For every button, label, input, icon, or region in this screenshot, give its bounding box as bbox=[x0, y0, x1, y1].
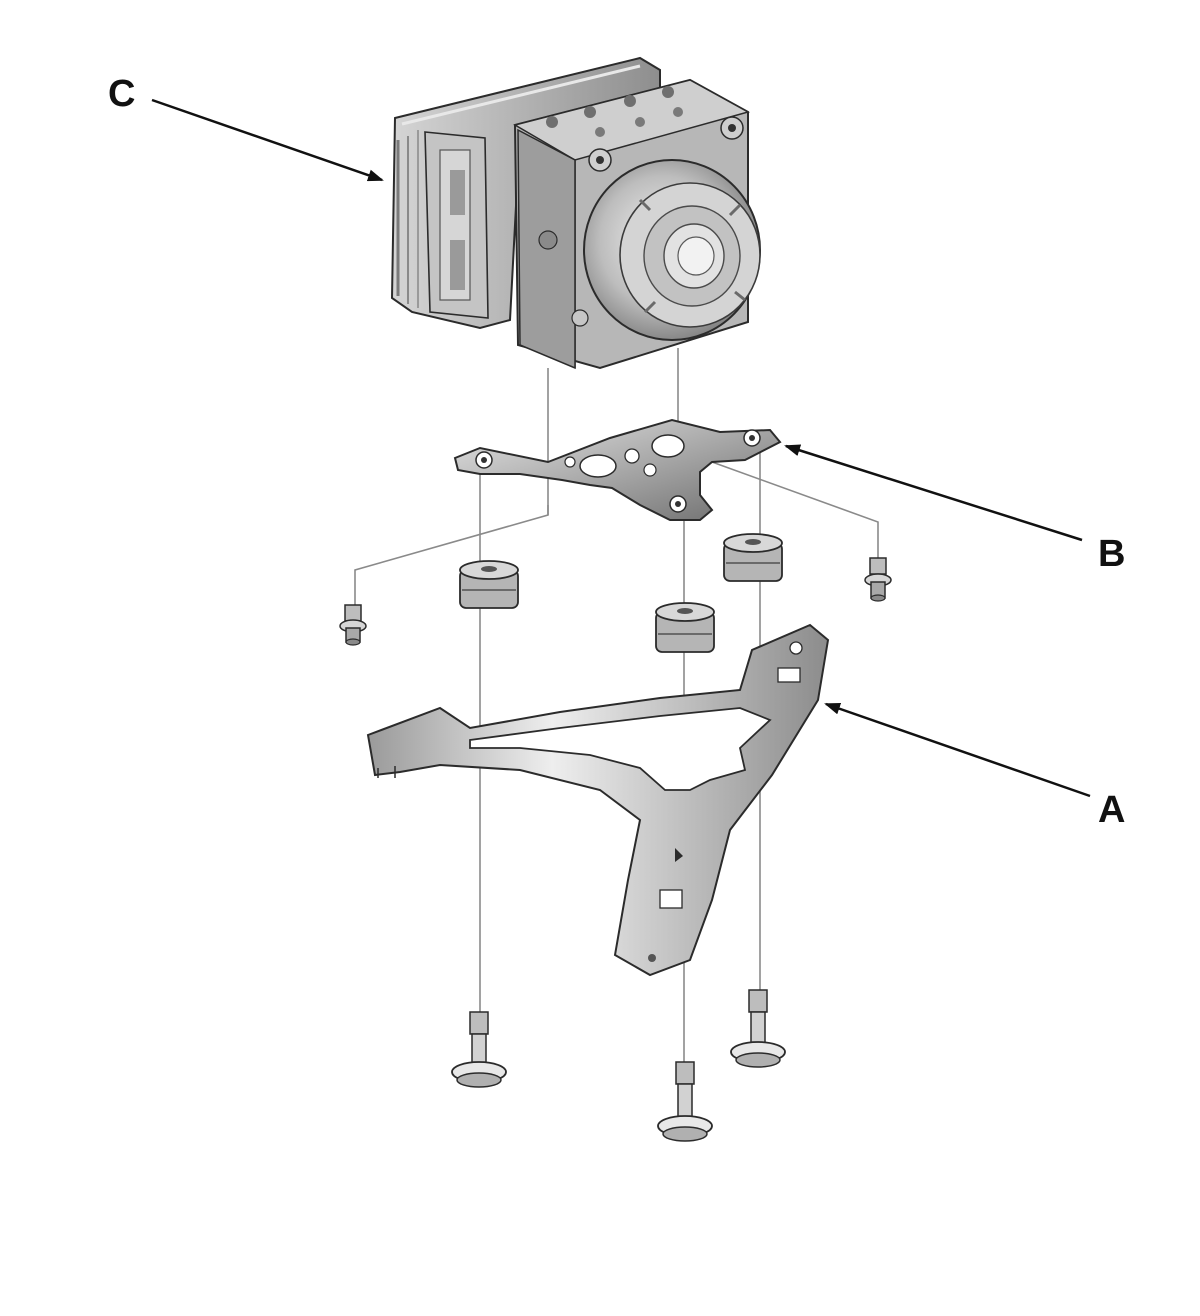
callout-a-leader-arrow bbox=[824, 702, 1091, 798]
rubber-mount-right bbox=[723, 533, 783, 582]
callout-label-b: B bbox=[1098, 533, 1125, 575]
callout-c-leader-arrow bbox=[151, 98, 384, 182]
small-flange-bolt-right bbox=[864, 557, 892, 602]
callout-b-leader-arrow bbox=[784, 444, 1083, 542]
bracket-bolt-center bbox=[657, 1061, 713, 1142]
callout-label-c: C bbox=[108, 73, 135, 115]
rubber-mount-center bbox=[655, 602, 715, 653]
bracket-bolt-right bbox=[730, 989, 786, 1068]
rubber-mount-left bbox=[459, 560, 519, 609]
callout-label-a: A bbox=[1098, 789, 1125, 831]
abs-modulator-unit bbox=[390, 56, 761, 370]
bracket-bolt-left bbox=[451, 1011, 507, 1088]
bracket bbox=[366, 623, 830, 977]
small-flange-bolt-left bbox=[339, 604, 367, 646]
mounting-plate bbox=[453, 418, 782, 521]
